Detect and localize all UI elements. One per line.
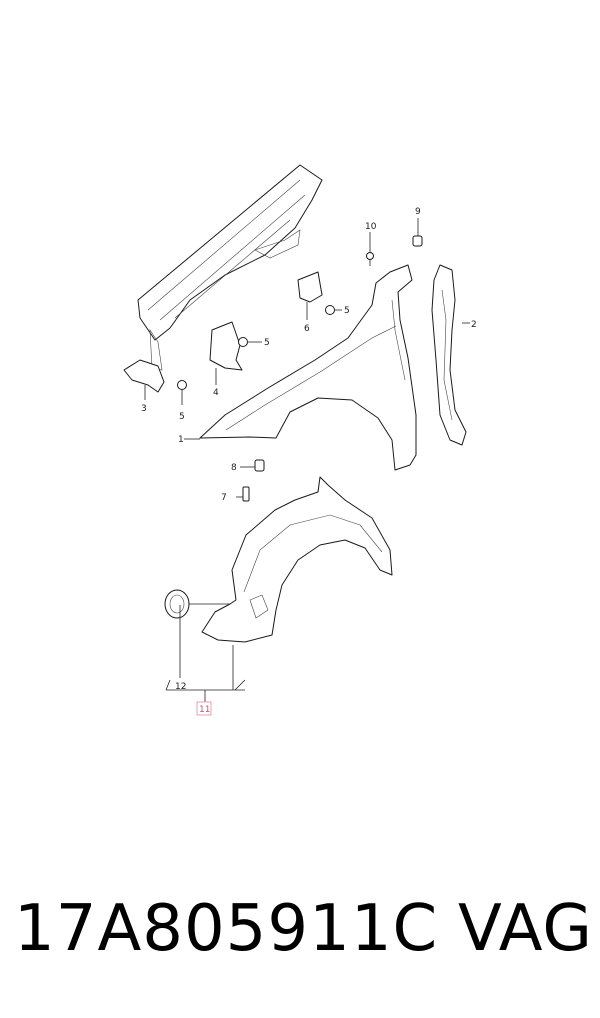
cap-12-part — [164, 589, 190, 619]
label-8: 8 — [231, 463, 237, 473]
bracket-3-part — [123, 359, 165, 393]
fender-part — [199, 264, 417, 471]
label-2: 2 — [471, 320, 477, 330]
label-10: 10 — [365, 222, 377, 232]
clip-9 — [412, 235, 423, 247]
label-9: 9 — [415, 207, 421, 217]
part-number: 17A805911C — [14, 892, 439, 966]
label-6: 6 — [304, 324, 310, 334]
seal-strip-part — [431, 264, 467, 446]
parts-diagram: 1 2 3 4 5 5 5 6 7 8 9 10 12 11 — [123, 164, 477, 716]
clip-8 — [254, 459, 265, 472]
bracket-4-part — [209, 321, 243, 371]
screw-7 — [242, 486, 250, 502]
wheel-housing-liner-part — [201, 476, 393, 643]
label-11: 11 — [199, 705, 210, 715]
label-4: 4 — [213, 388, 219, 398]
label-5a: 5 — [264, 338, 270, 348]
label-3: 3 — [141, 404, 147, 414]
label-12: 12 — [175, 682, 186, 692]
label-5b: 5 — [344, 306, 350, 316]
screw-10 — [366, 252, 374, 266]
nut-5a — [238, 337, 248, 347]
nut-5c — [177, 380, 187, 390]
frame-rail-part — [137, 164, 323, 371]
bracket-6-part — [297, 271, 323, 303]
label-11-box: 11 — [196, 701, 212, 716]
label-5c: 5 — [179, 412, 185, 422]
leader-lines — [144, 218, 470, 702]
brand-name: VAG — [458, 892, 593, 966]
nut-5b — [325, 305, 335, 315]
label-7: 7 — [221, 493, 227, 503]
label-1: 1 — [178, 435, 184, 445]
footer: 17A805911C VAG — [0, 892, 600, 982]
